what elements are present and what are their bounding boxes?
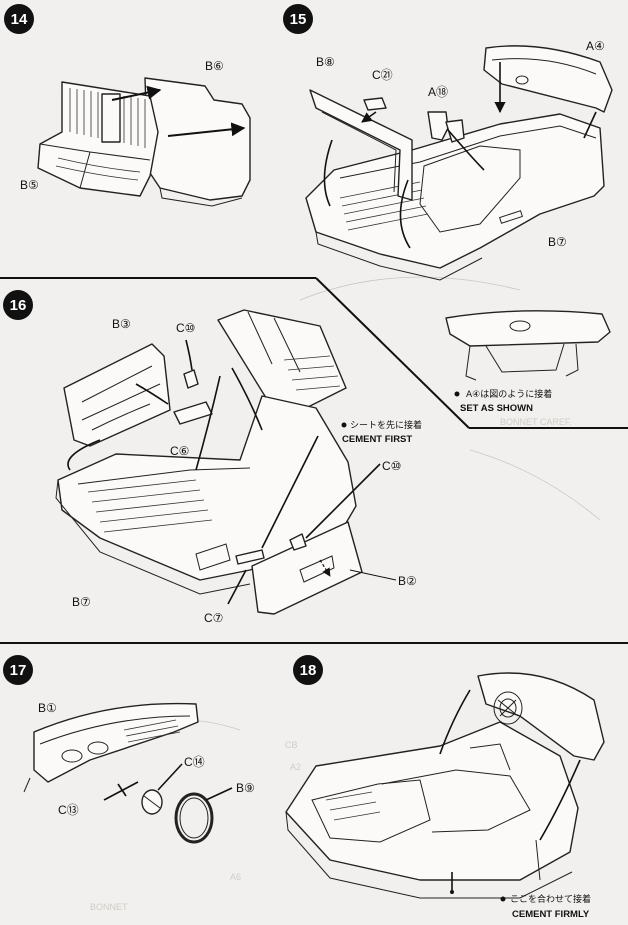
label-a4: A④ <box>586 39 605 53</box>
svg-text:CB: CB <box>285 740 298 750</box>
label-c21: C㉑ <box>372 68 393 82</box>
step-15: 15 A④ B⑦ B⑧ C㉑ A⑱ <box>283 4 613 281</box>
label-c10-top: C⑩ <box>176 321 195 335</box>
step-17-number: 17 <box>10 662 27 679</box>
step-17-badge <box>3 655 33 685</box>
label-c14: C⑭ <box>184 755 205 769</box>
step-18: 18 ここを合わせて接着 CEMENT FIRMLY <box>285 655 605 920</box>
step-16-note-en: CEMENT FIRST <box>342 434 412 445</box>
label-b7-s15: B⑦ <box>548 235 567 249</box>
svg-text:BONNET: BONNET <box>90 902 128 912</box>
label-c10-right: C⑩ <box>382 459 401 473</box>
label-b1: B① <box>38 701 57 715</box>
step-17: 17 B① C⑬ C⑭ B⑨ <box>3 655 255 844</box>
step-18-number: 18 <box>300 662 317 679</box>
section-dividers <box>0 277 628 644</box>
label-b7-s16: B⑦ <box>72 595 91 609</box>
step-15-badge <box>283 4 313 34</box>
step-14: 14 B⑥ B⑤ <box>4 4 251 207</box>
step-16-note-jp: シートを先に接着 <box>350 419 422 431</box>
step-15-number: 15 <box>290 11 307 28</box>
label-b5: B⑤ <box>20 178 39 192</box>
step-16-badge <box>3 290 33 320</box>
step-18-note-jp: ここを合わせて接着 <box>510 893 591 905</box>
svg-text:A6: A6 <box>230 872 241 882</box>
step-16-number: 16 <box>10 297 27 314</box>
label-c6: C⑥ <box>170 444 189 458</box>
label-b9: B⑨ <box>236 781 255 795</box>
label-b2: B② <box>398 574 417 588</box>
label-a18: A⑱ <box>428 85 448 99</box>
detail-a4: A④は図のように接着 SET AS SHOWN <box>445 310 611 414</box>
svg-text:BONNET CAREF.: BONNET CAREF. <box>500 417 572 427</box>
label-b3: B③ <box>112 317 131 331</box>
svg-text:A2: A2 <box>290 762 301 772</box>
label-c7: C⑦ <box>204 611 223 625</box>
step-16: 16 B③ C⑩ C⑥ B⑦ B② C⑦ C⑩ <box>3 290 422 625</box>
detail-a4-note-en: SET AS SHOWN <box>460 403 533 414</box>
step-18-badge <box>293 655 323 685</box>
step-18-note-en: CEMENT FIRMLY <box>512 909 590 920</box>
label-c13: C⑬ <box>58 803 79 817</box>
detail-a4-note-jp: A④は図のように接着 <box>466 388 552 400</box>
label-b8: B⑧ <box>316 55 335 69</box>
label-b6: B⑥ <box>205 59 224 73</box>
step-14-badge <box>4 4 34 34</box>
step-14-number: 14 <box>11 11 28 28</box>
